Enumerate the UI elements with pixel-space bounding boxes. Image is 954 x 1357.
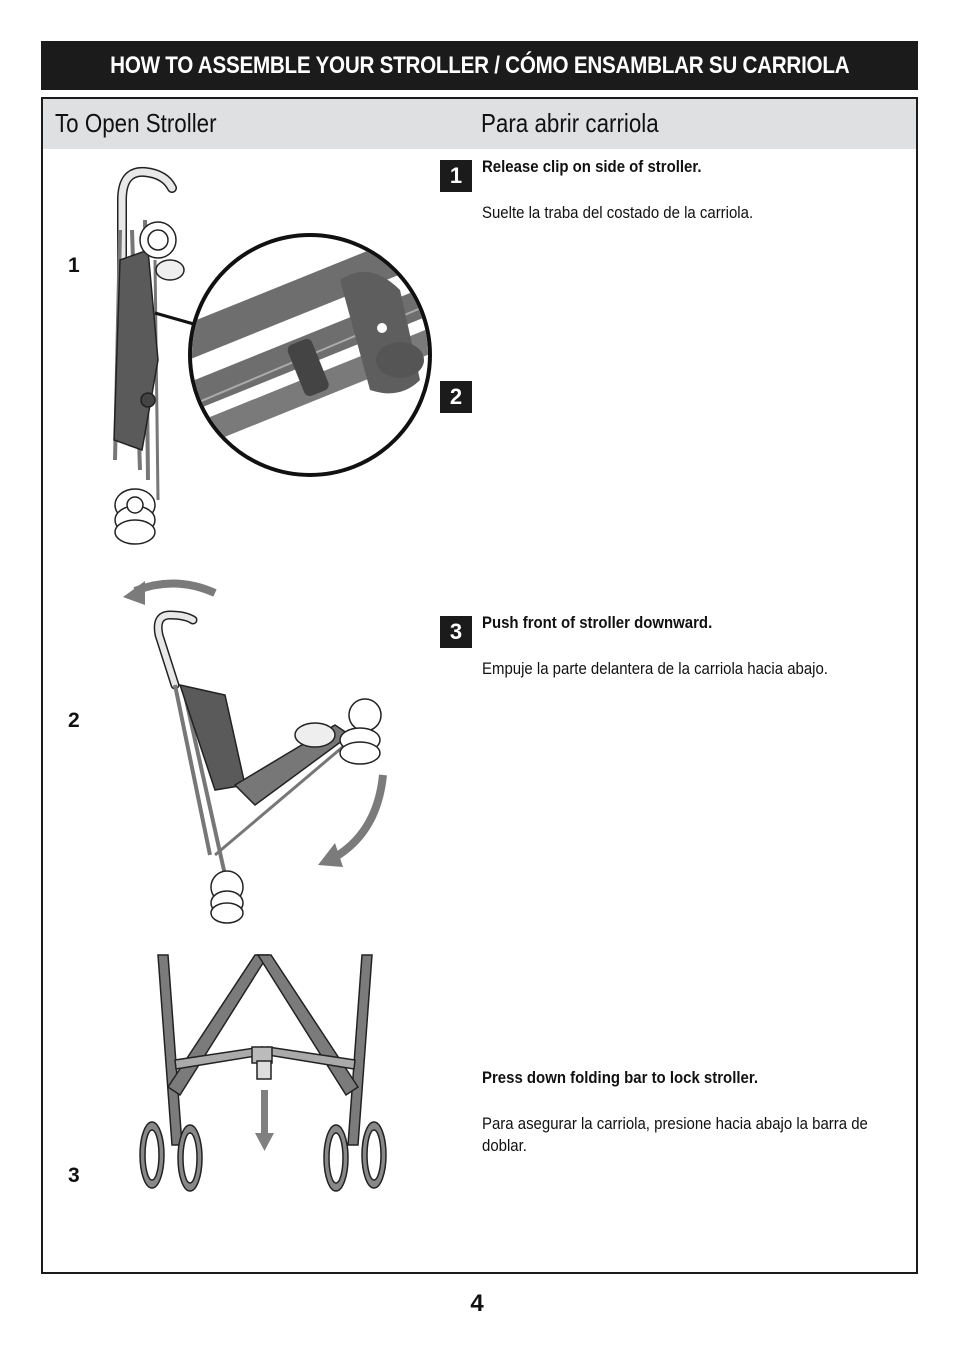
instruction-step-3: Push front of stroller downward. Empuje … (482, 612, 892, 680)
figure-number: 3 (68, 1164, 80, 1187)
instruction-en: Release clip on side of stroller. (482, 157, 702, 176)
folded-stroller-illustration (113, 166, 432, 545)
section-heading-es: Para abrir carriola (481, 108, 659, 138)
step-number-badge: 1 (440, 160, 472, 192)
instruction-step-1: Release clip on side of stroller. Suelte… (482, 156, 892, 224)
instruction-es: Suelte la traba del costado de la carrio… (482, 203, 754, 222)
page-title-bar: HOW TO ASSEMBLE YOUR STROLLER / CÓMO ENS… (41, 41, 918, 90)
instruction-en: Press down folding bar to lock stroller. (482, 1068, 758, 1087)
instruction-lock: Press down folding bar to lock stroller.… (482, 1067, 882, 1157)
step-number-badge: 2 (440, 381, 472, 413)
unfolding-stroller-illustration (123, 579, 387, 924)
open-stroller-illustration (139, 954, 387, 1192)
figure-number: 1 (68, 254, 80, 277)
section-header: To Open Stroller Para abrir carriola (43, 99, 916, 149)
step-number-badge: 3 (440, 616, 472, 648)
instruction-en: Push front of stroller downward. (482, 613, 713, 632)
instruction-es: Para asegurar la carriola, presione haci… (482, 1114, 868, 1155)
page-number: 4 (470, 1290, 484, 1317)
instruction-frame: To Open Stroller Para abrir carriola (41, 97, 918, 1274)
figure-number: 2 (68, 709, 80, 732)
instruction-es: Empuje la parte delantera de la carriola… (482, 659, 828, 678)
section-heading-en: To Open Stroller (55, 108, 217, 138)
page-title: HOW TO ASSEMBLE YOUR STROLLER / CÓMO ENS… (109, 51, 850, 79)
